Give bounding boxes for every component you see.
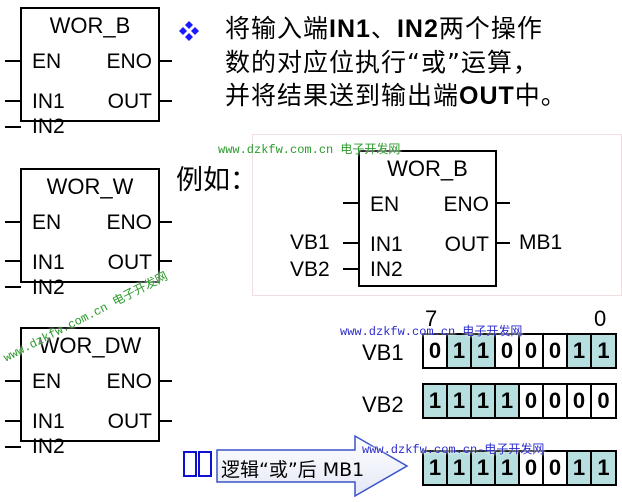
input-vb2-label: VB2 [290,258,330,281]
placeholder-box-1 [183,451,197,477]
watermark: www.dzkfw.com.cn 电子开发网 [340,325,523,339]
input-vb1-label: VB1 [290,231,330,254]
pin-in1: IN1 [32,90,65,113]
pin-in2: IN2 [32,115,65,138]
bit-cell: 1 [592,335,615,367]
bit-cell: 0 [568,385,592,417]
pin-out: OUT [107,410,152,433]
wire-out [496,242,510,244]
pin-in2: IN2 [32,435,65,458]
result-label: 逻辑“或”后 MB1 [221,459,365,481]
bit-cell: 1 [448,335,472,367]
bit-cell: 1 [592,452,615,484]
wire-in1 [5,100,21,102]
wire-in2 [5,286,21,288]
bit-cell: 1 [496,385,520,417]
watermark: www.dzkfw.com.cn-电子开发网 [362,443,545,457]
pin-in2: IN2 [370,258,403,281]
wire-en [5,221,21,223]
bit-0-label: 0 [594,306,607,331]
bit-cell: 1 [448,385,472,417]
pin-out: OUT [107,251,152,274]
pin-eno: ENO [106,211,152,234]
pin-en: EN [32,211,62,234]
bit-cell: 1 [424,452,448,484]
wire-out [158,420,172,422]
pin-eno: ENO [106,50,152,73]
bit-cell: 0 [544,385,568,417]
wire-in1 [5,420,21,422]
bit-cell: 1 [568,452,592,484]
wire-eno [158,380,172,382]
pin-en: EN [32,370,62,393]
wire-in2 [5,446,21,448]
description-text: 将输入端IN1、IN2两个操作 数的对应位执行“或”运算， 并将结果送到输出端O… [225,12,567,113]
bit-cell: 0 [544,452,568,484]
pin-en: EN [32,50,62,73]
bit-cell: 0 [496,335,520,367]
block-title: WOR_DW [38,333,142,358]
description-line-3: 并将结果送到输出端OUT中。 [225,81,567,110]
bit-7-label: 7 [425,306,438,331]
example-label: 例如： [176,165,257,196]
wire-in1 [5,260,21,262]
pin-in1: IN1 [370,233,403,256]
wire-out [158,100,172,102]
vb2-label: VB2 [362,392,404,417]
pin-in1: IN1 [32,251,65,274]
pin-out: OUT [444,233,489,256]
placeholder-box-2 [198,451,212,477]
bit-cell: 0 [544,335,568,367]
wire-eno [496,202,510,204]
pin-en: EN [370,193,400,216]
bit-cell: 1 [472,385,496,417]
bit-cell: 0 [597,388,610,413]
vb1-label: VB1 [362,340,404,365]
bit-cell: 1 [568,335,592,367]
wire-in2 [343,268,359,270]
bit-cell: 0 [424,335,448,367]
wire-en [343,202,359,204]
watermark: www.dzkfw.com.cn 电子开发网 [218,143,401,157]
pin-eno: ENO [106,370,152,393]
wire-eno [158,60,172,62]
pin-out: OUT [107,90,152,113]
bit-cell: 0 [520,452,544,484]
bit-cell: 0 [520,385,544,417]
block-title: WOR_B [387,156,468,181]
bit-cell: 0 [520,335,544,367]
result-arrow-icon [216,434,409,498]
bit-cell: 1 [472,452,496,484]
pin-in2: IN2 [32,276,65,299]
wire-in1 [343,242,359,244]
wire-en [5,60,21,62]
output-mb1-label: MB1 [519,231,563,254]
wire-eno [158,221,172,223]
wire-in2 [5,126,21,128]
bit-cell: 1 [496,452,520,484]
pin-eno: ENO [443,193,489,216]
bit-cell: 1 [448,452,472,484]
bit-cell: 1 [424,385,448,417]
block-title: WOR_B [49,13,131,38]
description-line-2: 数的对应位执行“或”运算， [225,48,539,77]
wire-en [5,380,21,382]
pin-in1: IN1 [32,410,65,433]
block-title: WOR_W [46,174,134,199]
diamond-bullet-icon [179,21,199,41]
description-line-1: 将输入端IN1、IN2两个操作 [225,14,543,43]
bit-cell: 1 [472,335,496,367]
wire-out [158,260,172,262]
